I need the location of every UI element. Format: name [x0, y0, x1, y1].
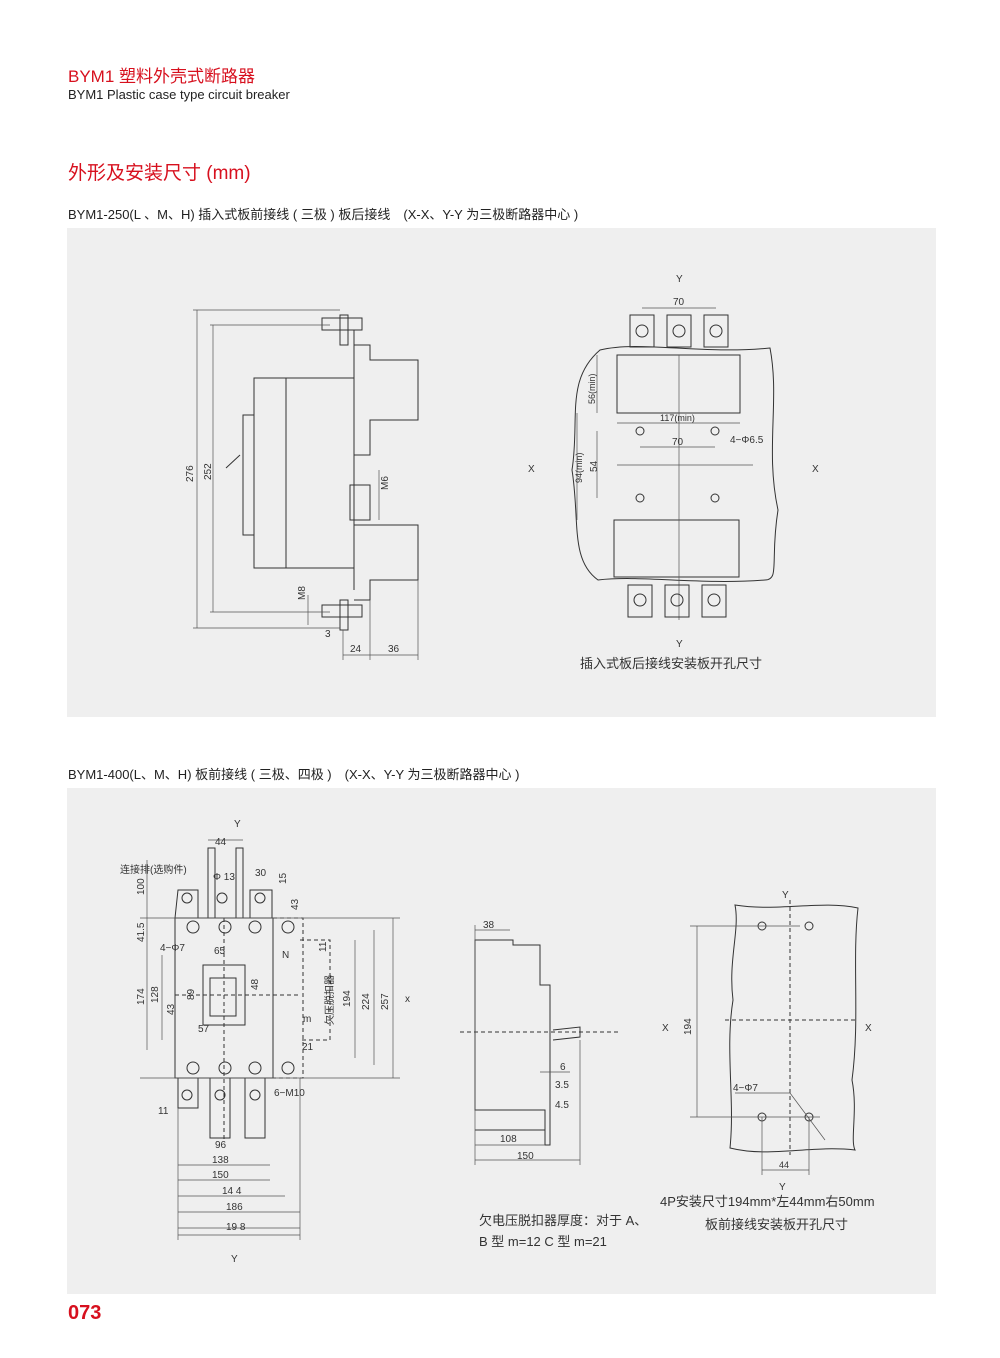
dim-194: 194: [683, 1018, 694, 1035]
dim-224: 224: [361, 993, 372, 1010]
dim-54: 54: [589, 460, 600, 472]
dim-36: 36: [388, 644, 400, 655]
dim-174: 174: [136, 988, 147, 1005]
dim-24: 24: [350, 644, 362, 655]
dim-276: 276: [185, 465, 196, 482]
dim-3: 3: [325, 629, 331, 640]
dim-56min: 56(min): [587, 373, 597, 404]
axis-y-bottom: Y: [779, 1182, 786, 1193]
axis-x-left: X: [662, 1023, 669, 1034]
plate-note: 板前接线安装板开孔尺寸: [705, 1217, 848, 1232]
dim-21: 21: [302, 1042, 314, 1053]
figure2-drawing: Y Y x 44 连接排(选购件) Φ 13 30 15 100 43 41.5…: [120, 819, 875, 1265]
dim-43: 43: [166, 1003, 177, 1015]
uv-note-line2: B 型 m=12 C 型 m=21: [479, 1234, 607, 1249]
product-title-en: BYM1 Plastic case type circuit breaker: [68, 87, 290, 102]
dim-150: 150: [212, 1170, 229, 1181]
label-n: N: [282, 950, 289, 961]
side-view-400: 38 6 3.5 4.5 108 150 欠电压脱扣器厚度：对于 A、 B 型 …: [460, 920, 647, 1249]
dim-138: 138: [212, 1155, 229, 1166]
dim-30: 30: [255, 868, 267, 879]
axis-x-left: X: [528, 464, 535, 475]
dim-117min: 117(min): [660, 413, 695, 423]
dim-phi13: Φ 13: [213, 872, 235, 883]
dim-100: 100: [136, 878, 147, 895]
axis-y-top: Y: [782, 890, 789, 901]
dim-70: 70: [672, 437, 684, 448]
dim-44: 44: [215, 837, 227, 848]
dim-11-bottom: 11: [158, 1106, 169, 1117]
dim-96: 96: [215, 1140, 227, 1151]
label-m8: M8: [297, 586, 308, 600]
axis-y-bottom: Y: [231, 1254, 238, 1265]
uv-release-label: 欠压脱扣器: [323, 975, 336, 1025]
axis-y-top: Y: [234, 819, 241, 830]
axis-x-right: X: [865, 1023, 872, 1034]
dim-144: 14 4: [222, 1186, 242, 1197]
dim-38: 38: [483, 920, 495, 931]
dim-65: 65: [214, 946, 226, 957]
figure1-drawing: 276 252 M6 M8 3 24 36: [185, 274, 819, 671]
dim-252: 252: [203, 463, 214, 480]
label-m6: M6: [380, 476, 391, 490]
mounting-plate-400: Y Y X X 194 4−Φ7 44 4P安装尺寸194mm*左44mm右50…: [660, 890, 875, 1232]
side-view-250: 276 252 M6 M8 3 24 36: [185, 309, 419, 660]
dim-6: 6: [560, 1062, 566, 1073]
plate-4p-note: 4P安装尺寸194mm*左44mm右50mm: [660, 1194, 875, 1209]
front-view-400: Y Y x 44 连接排(选购件) Φ 13 30 15 100 43 41.5…: [120, 819, 410, 1265]
axis-y-top: Y: [676, 274, 683, 285]
dim-57: 57: [198, 1024, 210, 1035]
dim-198: 19 8: [226, 1222, 246, 1233]
bolt-spec: 6−M10: [274, 1088, 305, 1099]
dim-41-5: 41.5: [136, 922, 147, 942]
dim-43-top: 43: [290, 898, 301, 910]
plate-note: 插入式板后接线安装板开孔尺寸: [580, 656, 762, 671]
axis-x: x: [405, 994, 410, 1005]
product-title-cn: BYM1 塑料外壳式断路器: [68, 67, 256, 86]
dim-48: 48: [250, 978, 261, 990]
dim-4-5: 4.5: [555, 1100, 569, 1111]
axis-y-bottom: Y: [676, 639, 683, 650]
dim-3-5: 3.5: [555, 1080, 569, 1091]
dim-11: 11: [318, 941, 329, 952]
dim-194: 194: [342, 990, 353, 1007]
hole-spec: 4−Φ7: [733, 1083, 758, 1094]
dim-150-side: 150: [517, 1151, 534, 1162]
hole-spec: 4−Φ7: [160, 943, 185, 954]
dim-44: 44: [779, 1160, 789, 1170]
dim-15: 15: [278, 872, 289, 884]
figure1-caption: BYM1-250(L 、M、H) 插入式板前接线 ( 三极 ) 板后接线 (X-…: [68, 207, 579, 222]
dim-94min: 94(min): [574, 452, 584, 483]
label-m: m: [303, 1014, 311, 1025]
busbar-label: 连接排(选购件): [120, 863, 187, 876]
dim-186: 186: [226, 1202, 243, 1213]
dim-128: 128: [150, 986, 161, 1003]
figure2-panel: Y Y x 44 连接排(选购件) Φ 13 30 15 100 43 41.5…: [67, 788, 936, 1294]
dim-89: 89: [186, 988, 197, 1000]
dim-257: 257: [380, 993, 391, 1010]
axis-x-right: X: [812, 464, 819, 475]
section-title: 外形及安装尺寸 (mm): [68, 163, 251, 184]
figure2-caption: BYM1-400(L、M、H) 板前接线 ( 三极、四极 ) (X-X、Y-Y …: [68, 767, 520, 782]
dim-108: 108: [500, 1134, 517, 1145]
mounting-plate-250: Y Y X X 70 56(min) 117(min) 70 4−Φ6.5 94…: [528, 274, 819, 671]
dim-70-top: 70: [673, 297, 685, 308]
page-number: 073: [68, 1302, 102, 1324]
uv-note-line1: 欠电压脱扣器厚度：对于 A、: [479, 1213, 647, 1228]
hole-spec: 4−Φ6.5: [730, 435, 764, 446]
figure1-panel: 276 252 M6 M8 3 24 36: [67, 228, 936, 717]
